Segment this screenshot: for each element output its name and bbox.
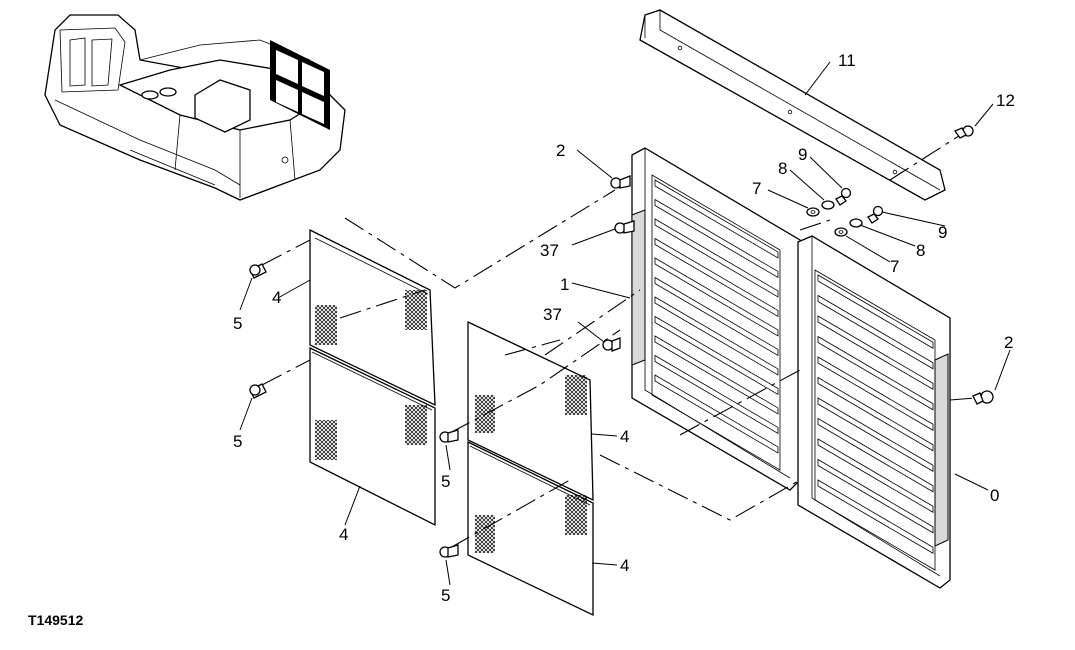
louver-slat [817,274,934,349]
washer-7-b [834,227,848,237]
bolt-9-b [867,205,884,224]
bolt-2-b [972,390,994,405]
bolt-5-d [439,544,459,558]
louver-slat [654,296,779,376]
bolt-5-c [439,429,459,443]
callout-12: 12 [996,91,1015,110]
callout-5-a: 5 [233,314,242,333]
callout-8-lower: 8 [916,241,925,260]
louver-slat [654,335,779,415]
bolt-12 [954,125,974,139]
bolt-2-a [610,175,631,189]
louver-slat [817,315,934,390]
callout-4-left-lower: 4 [339,525,348,544]
louver-slat [654,237,779,318]
callout-0: 0 [990,486,999,505]
louver-slat [817,397,934,472]
right-screen-lower [467,440,594,617]
callout-7-upper: 7 [752,179,761,198]
callout-4-left-upper: 4 [272,288,281,307]
bolt-37-a [614,220,635,234]
left-louver-door [631,147,801,491]
leader-lines [239,61,1011,586]
right-screen-upper [467,320,594,502]
callout-labels: 11 12 2 9 8 7 9 8 7 37 1 37 2 0 4 5 5 4 … [233,51,1015,605]
bolt-37-b [602,337,621,352]
louver-slat [817,417,934,493]
top-cover-bar [639,9,946,201]
washer-8-b [849,218,863,228]
assembly-lines [261,131,976,549]
louver-slat [817,376,934,452]
callout-5-d: 5 [441,586,450,605]
callout-8-upper: 8 [778,159,787,178]
right-louver-door [797,235,951,589]
louver-slat [817,458,934,534]
washer-8-a [821,200,835,210]
callout-2-upper: 2 [556,141,565,160]
callout-5-b: 5 [233,432,242,451]
callout-2-right: 2 [1004,333,1013,352]
louver-slat [654,276,779,357]
louver-slat [654,257,779,337]
louver-slat [654,315,779,396]
callout-4-right-lower: 4 [620,556,629,575]
louver-slat [654,354,779,435]
callout-4-right-upper: 4 [620,427,629,446]
louver-slat [817,294,934,370]
callout-11: 11 [838,51,856,70]
callout-9-lower: 9 [938,223,947,242]
louver-slat [654,179,779,259]
callout-9-upper: 9 [798,145,807,164]
louver-slat [817,479,934,554]
machine-locator-view [44,14,346,201]
callout-7-lower: 7 [890,257,899,276]
fasteners [249,125,994,558]
louver-slat [654,218,779,298]
left-screen-lower [309,346,436,527]
louver-slat [654,374,779,454]
louver-slat [817,438,934,513]
callout-1: 1 [560,275,569,294]
louver-slat [817,356,934,431]
bolt-9-a [835,187,852,206]
callout-37-lower: 37 [543,305,562,324]
callout-37-upper: 37 [540,241,559,260]
left-screen-upper [309,228,436,407]
washer-7-a [806,207,820,217]
louver-slat [654,198,779,279]
louver-slat [817,335,934,411]
figure-id: T149512 [28,612,83,628]
callout-5-c: 5 [441,472,450,491]
bolt-5-b [249,383,267,399]
bolt-5-a [249,263,267,279]
